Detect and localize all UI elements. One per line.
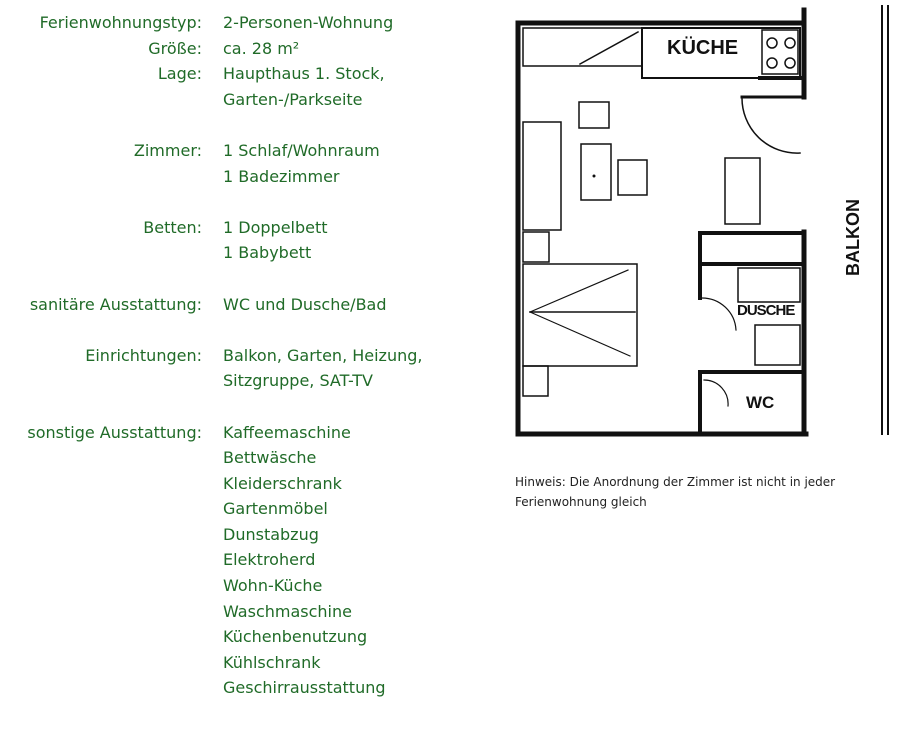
spec-value: ca. 28 m²: [223, 38, 300, 58]
spec-value: 1 Schlaf/Wohnraum: [223, 140, 380, 160]
spec-label: Größe:: [148, 38, 202, 58]
spec-label: Betten:: [143, 217, 202, 237]
spec-value: Gartenmöbel: [223, 499, 328, 519]
spec-row-sanitary: sanitäre Ausstattung: WC und Dusche/Bad: [0, 292, 470, 318]
spec-label: sanitäre Ausstattung:: [29, 294, 202, 314]
spec-row-location: Lage: Haupthaus 1. Stock, Garten-/Parkse…: [0, 61, 470, 112]
spec-value: 2-Personen-Wohnung: [223, 13, 394, 32]
spec-label: sonstige Ausstattung:: [27, 422, 202, 442]
spec-value: Küchenbenutzung: [223, 627, 368, 647]
shower-label: DUSCHE: [737, 302, 795, 319]
spec-value: 1 Doppelbett: [223, 217, 328, 237]
spec-value: 1 Babybett: [223, 243, 312, 263]
spec-value: Geschirrausstattung: [223, 678, 386, 698]
spec-value: Elektroherd: [223, 550, 316, 570]
spec-value: Sitzgruppe, SAT-TV: [223, 371, 373, 391]
floor-plan: KÜCHE DUSCHE WC BALKON: [515, 5, 889, 437]
spec-value: Kühlschrank: [223, 652, 321, 672]
spec-value: Garten-/Parkseite: [223, 89, 363, 109]
wc-label: WC: [746, 393, 774, 412]
spec-value: Haupthaus 1. Stock,: [223, 64, 385, 84]
spec-row-rooms: Zimmer: 1 Schlaf/Wohnraum 1 Badezimmer: [0, 138, 470, 189]
spec-value: Bettwäsche: [223, 448, 317, 468]
spec-row-type: Ferienwohnungstyp: 2-Personen-Wohnung: [0, 10, 470, 36]
spec-row-facilities: Einrichtungen: Balkon, Garten, Heizung, …: [0, 343, 470, 394]
spec-value: 1 Badezimmer: [223, 166, 340, 186]
spec-value: Wohn-Küche: [223, 576, 323, 596]
spec-row-beds: Betten: 1 Doppelbett 1 Babybett: [0, 215, 470, 266]
layout-note: Hinweis: Die Anordnung der Zimmer ist ni…: [515, 475, 836, 509]
spec-label: Zimmer:: [133, 140, 202, 160]
spec-label: Einrichtungen:: [85, 345, 202, 365]
spec-value: WC und Dusche/Bad: [223, 294, 387, 314]
balcony-label: BALKON: [843, 199, 863, 276]
spec-row-size: Größe: ca. 28 m²: [0, 36, 470, 62]
spec-label: Ferienwohnungstyp:: [39, 13, 202, 32]
spec-value: Dunstabzug: [223, 524, 319, 544]
spec-label: Lage:: [157, 64, 202, 84]
spec-value: Balkon, Garten, Heizung,: [223, 345, 423, 365]
spec-value: Waschmaschine: [223, 601, 352, 621]
spec-row-other-equipment: sonstige Ausstattung: Kaffeemaschine Bet…: [0, 420, 470, 702]
kitchen-label: KÜCHE: [667, 36, 738, 59]
spec-value: Kleiderschrank: [223, 473, 342, 493]
spec-value: Kaffeemaschine: [223, 422, 351, 442]
apartment-specs: Ferienwohnungstyp: 2-Personen-Wohnung Gr…: [0, 10, 470, 701]
